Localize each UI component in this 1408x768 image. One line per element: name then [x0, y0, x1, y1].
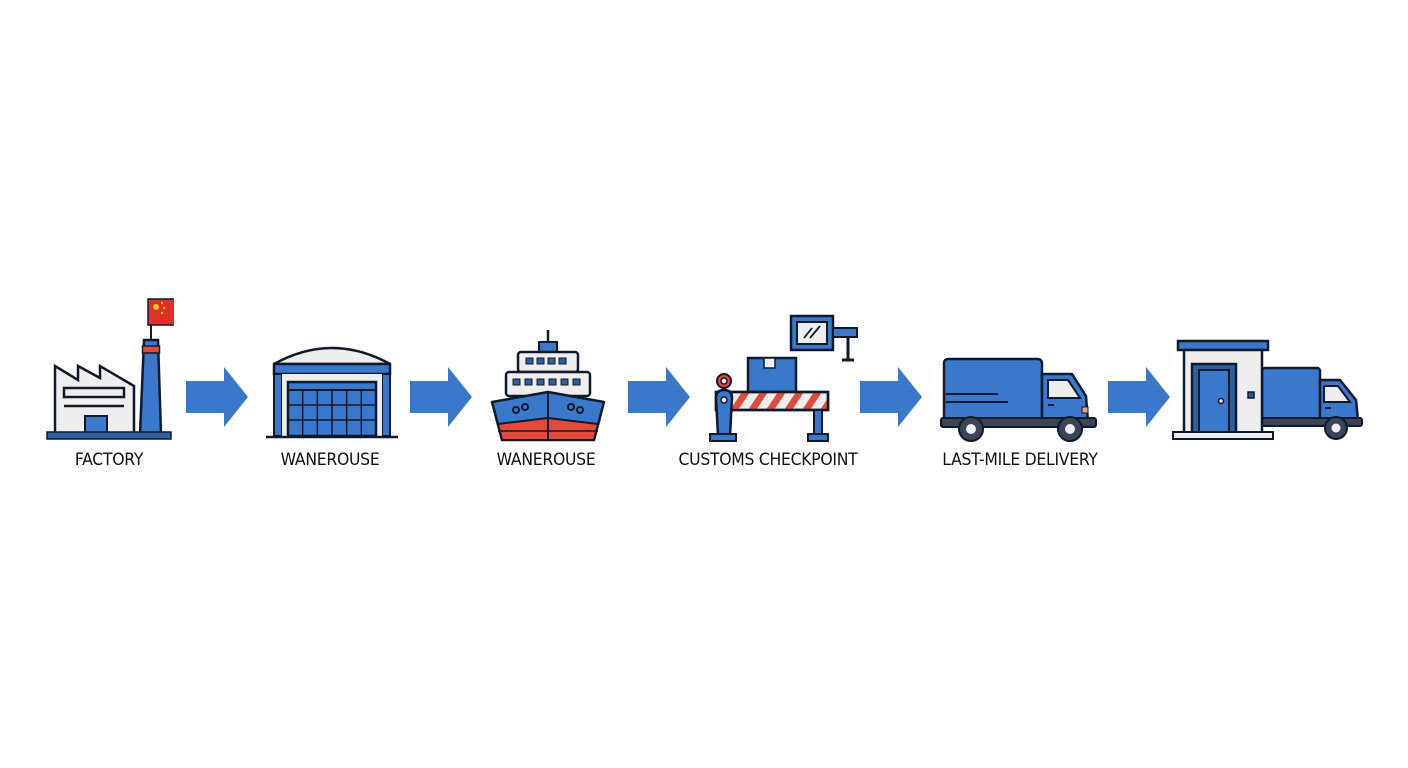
arrow-right-icon	[1108, 367, 1170, 427]
factory-icon	[46, 298, 174, 440]
cargo-ship-icon	[490, 330, 606, 442]
arrow-right-icon	[860, 367, 922, 427]
step-label-last-mile: LAST-MILE DELIVERY	[942, 450, 1098, 470]
warehouse-icon	[266, 346, 398, 439]
arrow-right-icon	[186, 367, 248, 427]
step-label-warehouse: WANEROUSE	[280, 450, 380, 470]
step-label-factory: FACTORY	[74, 450, 144, 470]
arrow-right-icon	[410, 367, 472, 427]
step-label-ship: WANEROUSE	[496, 450, 596, 470]
customs-checkpoint-icon	[709, 314, 858, 442]
arrow-right-icon	[628, 367, 690, 427]
delivery-truck-icon	[940, 357, 1097, 442]
store-with-truck-icon	[1172, 339, 1363, 440]
step-label-customs: CUSTOMS CHECKPOINT	[678, 450, 858, 470]
